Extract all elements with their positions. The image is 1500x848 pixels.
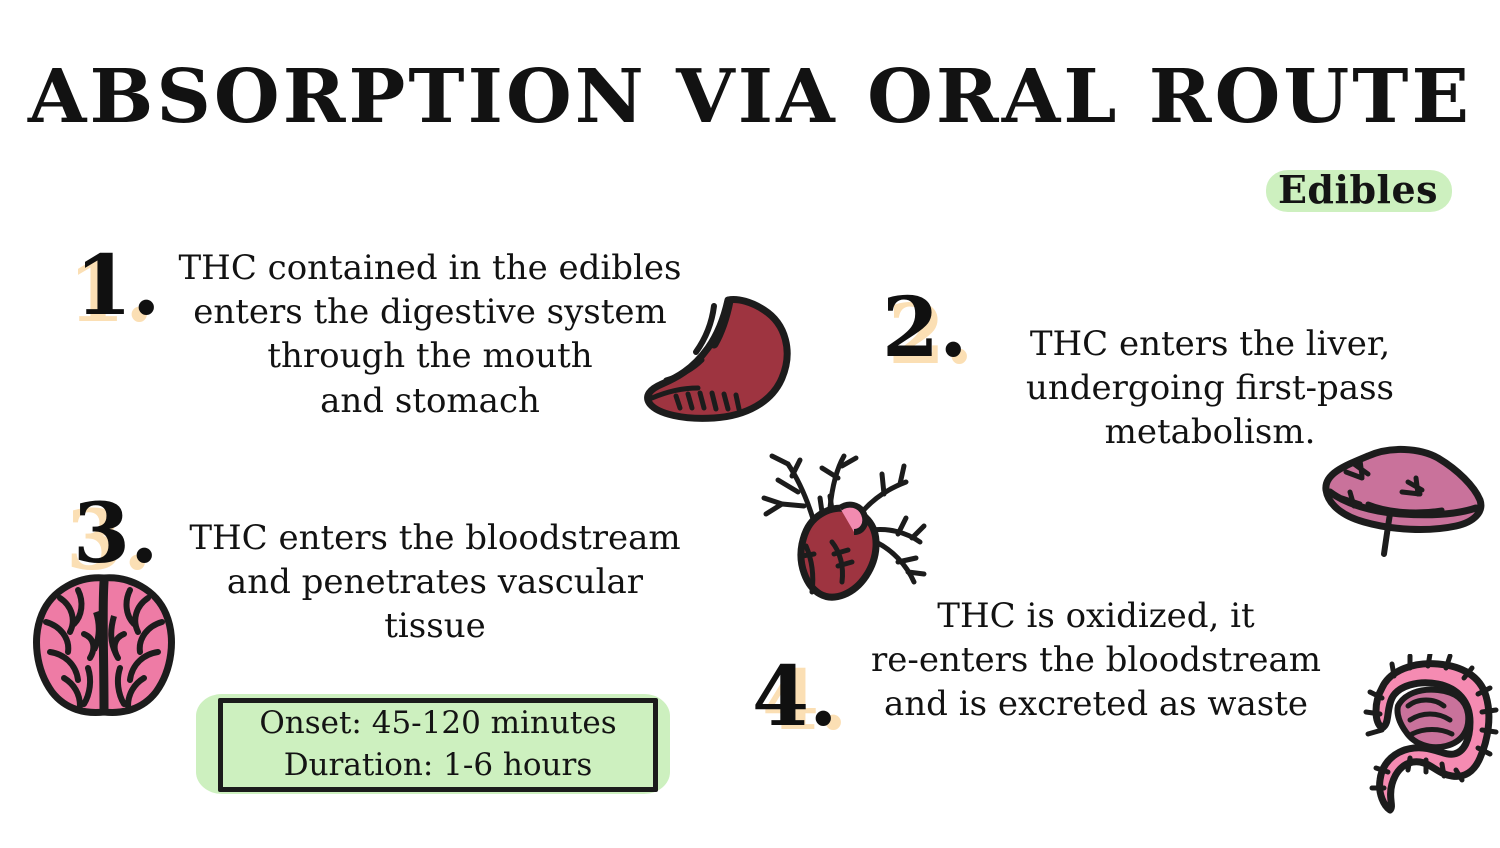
step-4-number-ink: 4. [752,649,838,745]
step-2-number: 2. 2. [878,282,974,382]
edibles-label: Edibles [1277,167,1439,212]
heart-illustration [752,446,928,614]
step-4-text: THC is oxidized, it re-enters the bloods… [870,596,1321,725]
intestines-icon [1363,651,1499,814]
liver-illustration [1316,442,1488,558]
step-3-number-highlight: 3. [66,493,152,589]
step-2-text: THC enters the liver, undergoing first-p… [1026,324,1394,453]
step-1-number: 1. 1. [66,240,162,340]
brain-icon [33,574,175,716]
step-3-number: 3. 3. [64,488,160,588]
timing-info-box: Onset: 45-120 minutes Duration: 1-6 hour… [196,688,676,806]
step-3-text: THC enters the bloodstream and penetrate… [189,518,681,647]
step-2-number-ink: 2. [882,280,968,376]
info-box-frame [218,698,658,792]
step-2-number-highlight: 2. [888,287,974,383]
edibles-badge: Edibles [1258,166,1458,218]
liver-icon [1322,445,1485,557]
step-4-number-highlight: 4. [762,653,848,749]
info-box-text: Onset: 45-120 minutes Duration: 1-6 hour… [259,705,617,784]
stomach-icon [644,296,791,422]
step-1-text: THC contained in the edibles enters the … [178,248,682,421]
intestines-illustration [1352,651,1500,816]
edibles-highlight [1266,170,1452,212]
stomach-illustration [636,292,806,427]
brain-illustration [30,572,178,718]
info-box-highlight [196,694,670,794]
step-4-number: 4. 4. [748,649,848,750]
heart-icon [761,453,927,601]
page-title: ABSORPTION VIA ORAL ROUTE [27,54,1473,140]
step-3-number-ink: 3. [73,486,159,582]
step-1-number-ink: 1. [75,238,161,334]
step-1-number-highlight: 1. [68,245,154,341]
